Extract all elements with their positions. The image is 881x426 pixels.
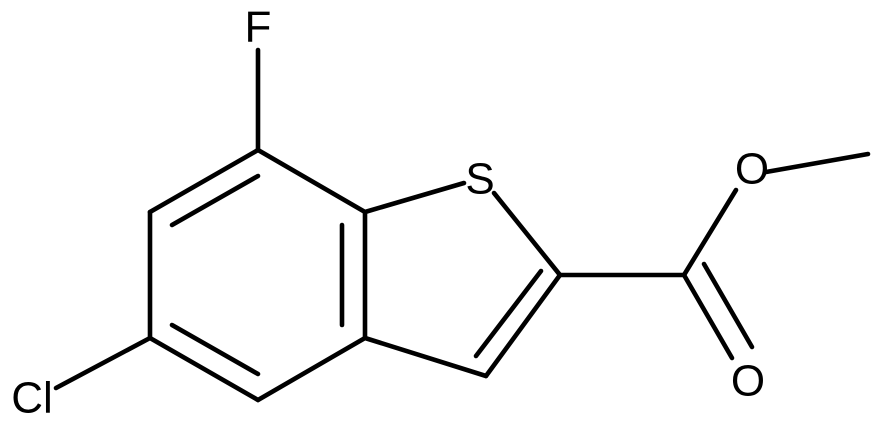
- bond-carbonyl-double-a: [681, 272, 735, 361]
- bond-carbonyl-double-b: [701, 261, 755, 350]
- bond-c3a-c4: [255, 335, 368, 403]
- bond-c2-c3: [483, 272, 563, 379]
- bond-c6-c7-inner: [169, 173, 261, 228]
- bond-carbonyl-c-o-ester: [681, 187, 739, 278]
- bond-c4-c5-inner: [169, 322, 261, 377]
- atom-label-ester-oxygen: O: [735, 145, 769, 194]
- bond-c7-c7a: [255, 147, 368, 215]
- atom-label-sulfur: S: [465, 155, 494, 204]
- bond-c2-c3-inner: [473, 268, 544, 359]
- bond-c5-cl: [53, 335, 153, 391]
- bond-o-methyl: [763, 151, 871, 175]
- bond-c3-c3a: [362, 335, 489, 379]
- bond-c7a-s: [362, 180, 467, 215]
- bond-c4-c5: [147, 335, 261, 403]
- bond-s-c2: [491, 190, 563, 278]
- atom-label-carbonyl-oxygen: O: [731, 357, 765, 406]
- bond-c6-c7: [147, 147, 261, 215]
- atom-label-fluorine: F: [245, 3, 272, 52]
- atom-label-chlorine: Cl: [11, 374, 53, 423]
